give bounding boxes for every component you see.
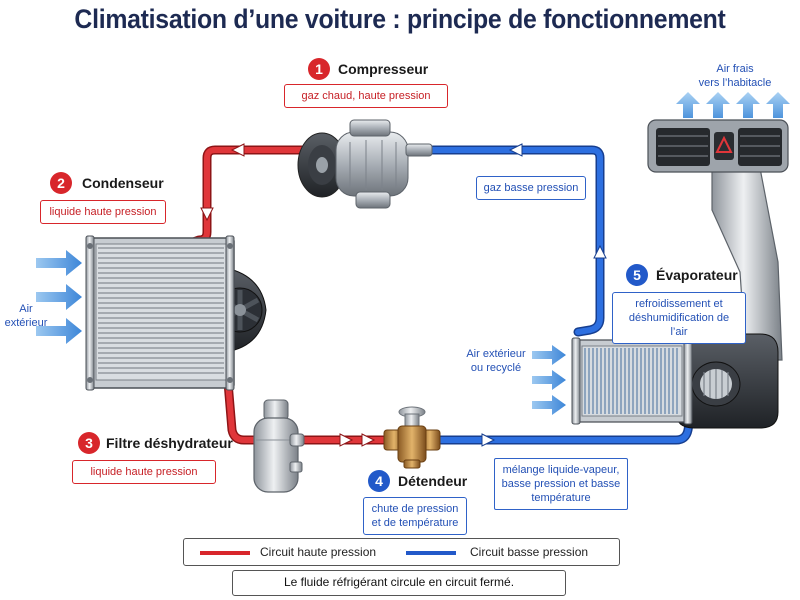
filter-drier-number-badge: 3 [78,432,100,454]
closed-circuit-note: Le fluide réfrigérant circule en circuit… [232,570,566,596]
expansion-valve-illustration [383,406,441,469]
condenser-description: liquide haute pression [40,200,166,224]
filter-drier-illustration [253,399,305,493]
legend: Circuit haute pression Circuit basse pre… [183,538,620,566]
expansion-valve-number-badge: 4 [368,470,390,492]
outside-air-label: Air extérieur [4,303,48,329]
condenser-number-badge: 2 [50,172,72,194]
low-pressure-gas-label: gaz basse pression [476,176,586,200]
low-pressure-pipes [425,145,695,445]
page-title: Climatisation d’une voiture : principe d… [74,4,726,34]
outside-air-arrows [36,250,82,344]
filter-drier-label: Filtre déshydrateur [106,435,233,451]
expansion-valve-description: chute de pression et de température [363,497,467,535]
compressor-number-badge: 1 [308,58,330,80]
mixture-label: mélange liquide-vapeur, basse pression e… [494,458,628,510]
recirculated-air-arrows [532,345,566,415]
legend-low-pressure-label: Circuit basse pression [470,545,589,559]
evaporator-illustration [571,333,779,429]
compressor-description: gaz chaud, haute pression [284,84,448,108]
flow-arrows [200,143,607,447]
legend-high-pressure-label: Circuit haute pression [260,545,377,559]
fresh-air-label: Air frais vers l’habitacle [698,63,772,89]
legend-low-pressure-swatch [406,551,456,555]
evaporator-label: Évaporateur [656,267,738,283]
filter-drier-description: liquide haute pression [72,460,216,484]
evaporator-description: refroidissement et déshumidification de … [612,292,746,344]
fresh-air-arrows [676,92,790,118]
expansion-valve-label: Détendeur [398,473,468,489]
condenser-label: Condenseur [82,175,164,191]
legend-high-pressure-swatch [200,551,250,555]
compressor-label: Compresseur [338,61,429,77]
evaporator-number-badge: 5 [626,264,648,286]
condenser-illustration [85,235,267,391]
recirculated-air-label: Air extérieur ou recyclé [466,348,526,374]
compressor-illustration [297,119,433,209]
